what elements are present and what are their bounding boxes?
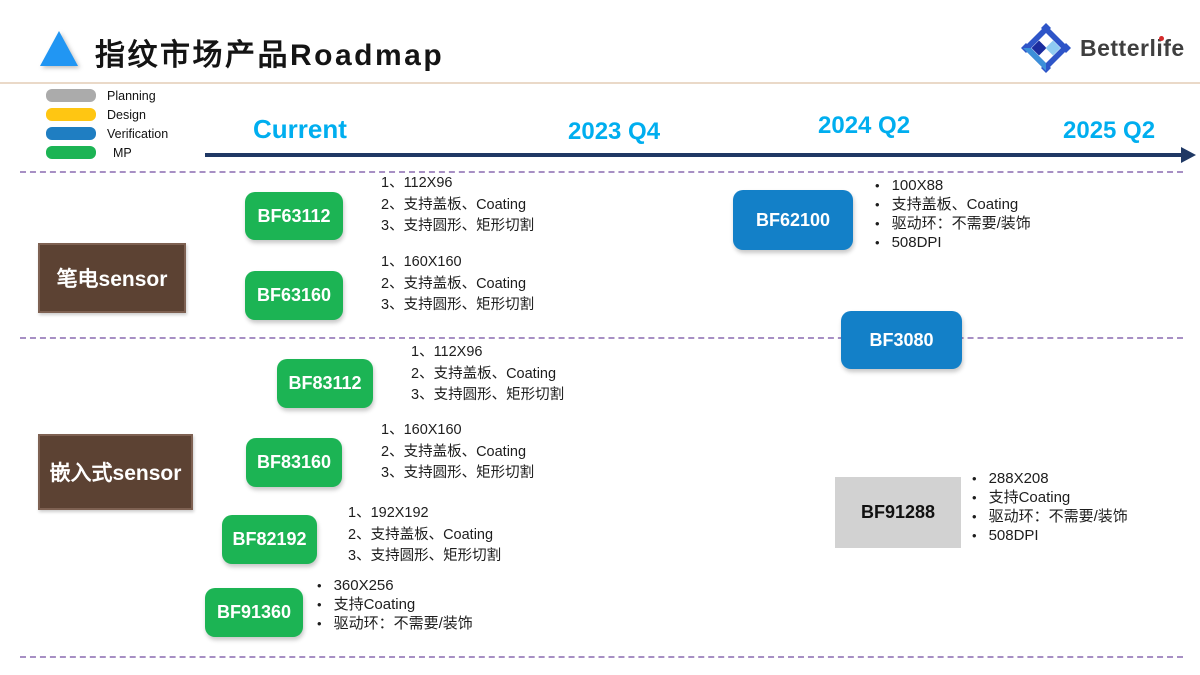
spec-item: 2、支持盖板、Coating (381, 196, 527, 213)
spec-item: 100X88 (875, 176, 1031, 195)
spec-item: 1、160X160 (381, 422, 462, 438)
spec-item: 3、支持圆形、矩形切割 (381, 465, 535, 481)
timeline-label-2024q2: 2024 Q2 (818, 112, 911, 139)
product-box-bf91288: BF91288 (835, 477, 961, 548)
spec-item: 360X256 (317, 576, 473, 595)
legend-label: Design (107, 107, 146, 122)
planning-swatch (46, 89, 96, 102)
page-title: 指纹市场产品Roadmap (95, 39, 445, 72)
timeline-label-current: Current (253, 114, 347, 144)
legend-item-design: Design (46, 107, 168, 122)
product-box-bf63112: BF63112 (245, 192, 343, 240)
product-specs-bf63112: 1、112X96 2、支持盖板、Coating 3、支持圆形、矩形切割 (381, 173, 534, 238)
spec-item: 508DPI (972, 526, 1128, 545)
product-box-bf63160: BF63160 (245, 271, 343, 320)
product-box-bf91360: BF91360 (205, 588, 303, 637)
brand-name: Betterlife (1080, 34, 1185, 61)
spec-item: 1、112X96 (381, 175, 453, 191)
product-specs-bf91288: 288X208 支持Coating 驱动环：不需要/装饰 508DPI (972, 469, 1128, 545)
legend-label: Planning (107, 88, 156, 103)
timeline-axis (205, 153, 1183, 157)
timeline-label-2023q4: 2023 Q4 (568, 118, 661, 145)
row-divider-middle (20, 337, 1183, 339)
legend-item-planning: Planning (46, 88, 168, 103)
verification-swatch (46, 127, 96, 140)
legend-item-mp: MP (46, 145, 168, 160)
spec-item: 1、192X192 (348, 505, 429, 521)
row-divider-top (20, 171, 1183, 173)
spec-item: 3、支持圆形、矩形切割 (381, 297, 535, 313)
triangle-logo-icon (40, 31, 78, 66)
spec-item: 2、支持盖板、Coating (381, 275, 527, 292)
spec-item: 3、支持圆形、矩形切割 (348, 548, 502, 564)
legend-label: MP (113, 145, 132, 160)
design-swatch (46, 108, 96, 121)
logo-i-dot (1158, 35, 1164, 41)
product-specs-bf82192: 1、192X192 2、支持盖板、Coating 3、支持圆形、矩形切割 (348, 503, 501, 568)
spec-item: 支持Coating (317, 595, 473, 614)
spec-item: 支持盖板、Coating (875, 195, 1031, 214)
product-specs-bf83160: 1、160X160 2、支持盖板、Coating 3、支持圆形、矩形切割 (381, 420, 534, 485)
betterlife-diamond-icon (1021, 23, 1071, 73)
spec-item: 2、支持盖板、Coating (411, 365, 557, 382)
spec-item: 3、支持圆形、矩形切割 (381, 218, 535, 234)
product-box-bf62100: BF62100 (733, 190, 853, 250)
product-box-bf82192: BF82192 (222, 515, 317, 564)
product-specs-bf62100: 100X88 支持盖板、Coating 驱动环：不需要/装饰 508DPI (875, 176, 1031, 252)
spec-item: 1、160X160 (381, 254, 462, 270)
product-specs-bf63160: 1、160X160 2、支持盖板、Coating 3、支持圆形、矩形切割 (381, 252, 534, 317)
product-box-bf3080: BF3080 (841, 311, 962, 369)
product-specs-bf83112: 1、112X96 2、支持盖板、Coating 3、支持圆形、矩形切割 (411, 342, 564, 407)
timeline-label-2025q2: 2025 Q2 (1063, 117, 1156, 144)
spec-item: 驱动环：不需要/装饰 (317, 614, 473, 633)
spec-item: 2、支持盖板、Coating (348, 526, 494, 543)
status-legend: Planning Design Verification MP (46, 88, 169, 160)
spec-item: 支持Coating (972, 488, 1128, 507)
legend-item-verification: Verification (46, 126, 169, 141)
brand-logo: Betterlife (1020, 22, 1185, 74)
spec-item: 508DPI (875, 233, 1031, 252)
spec-item: 288X208 (972, 469, 1128, 488)
row-label-laptop-sensor: 笔电sensor (38, 243, 186, 313)
product-specs-bf91360: 360X256 支持Coating 驱动环：不需要/装饰 (317, 576, 473, 633)
product-box-bf83160: BF83160 (246, 438, 342, 487)
spec-item: 2、支持盖板、Coating (381, 443, 527, 460)
spec-item: 驱动环：不需要/装饰 (875, 214, 1031, 233)
mp-swatch (46, 146, 96, 159)
spec-item: 1、112X96 (411, 344, 483, 360)
row-divider-bottom (20, 656, 1183, 658)
timeline-arrowhead-icon (1181, 147, 1196, 163)
legend-label: Verification (107, 126, 169, 141)
row-label-embedded-sensor: 嵌入式sensor (38, 434, 193, 510)
header-divider (0, 82, 1200, 84)
spec-item: 驱动环：不需要/装饰 (972, 507, 1128, 526)
product-box-bf83112: BF83112 (277, 359, 373, 408)
spec-item: 3、支持圆形、矩形切割 (411, 387, 565, 403)
